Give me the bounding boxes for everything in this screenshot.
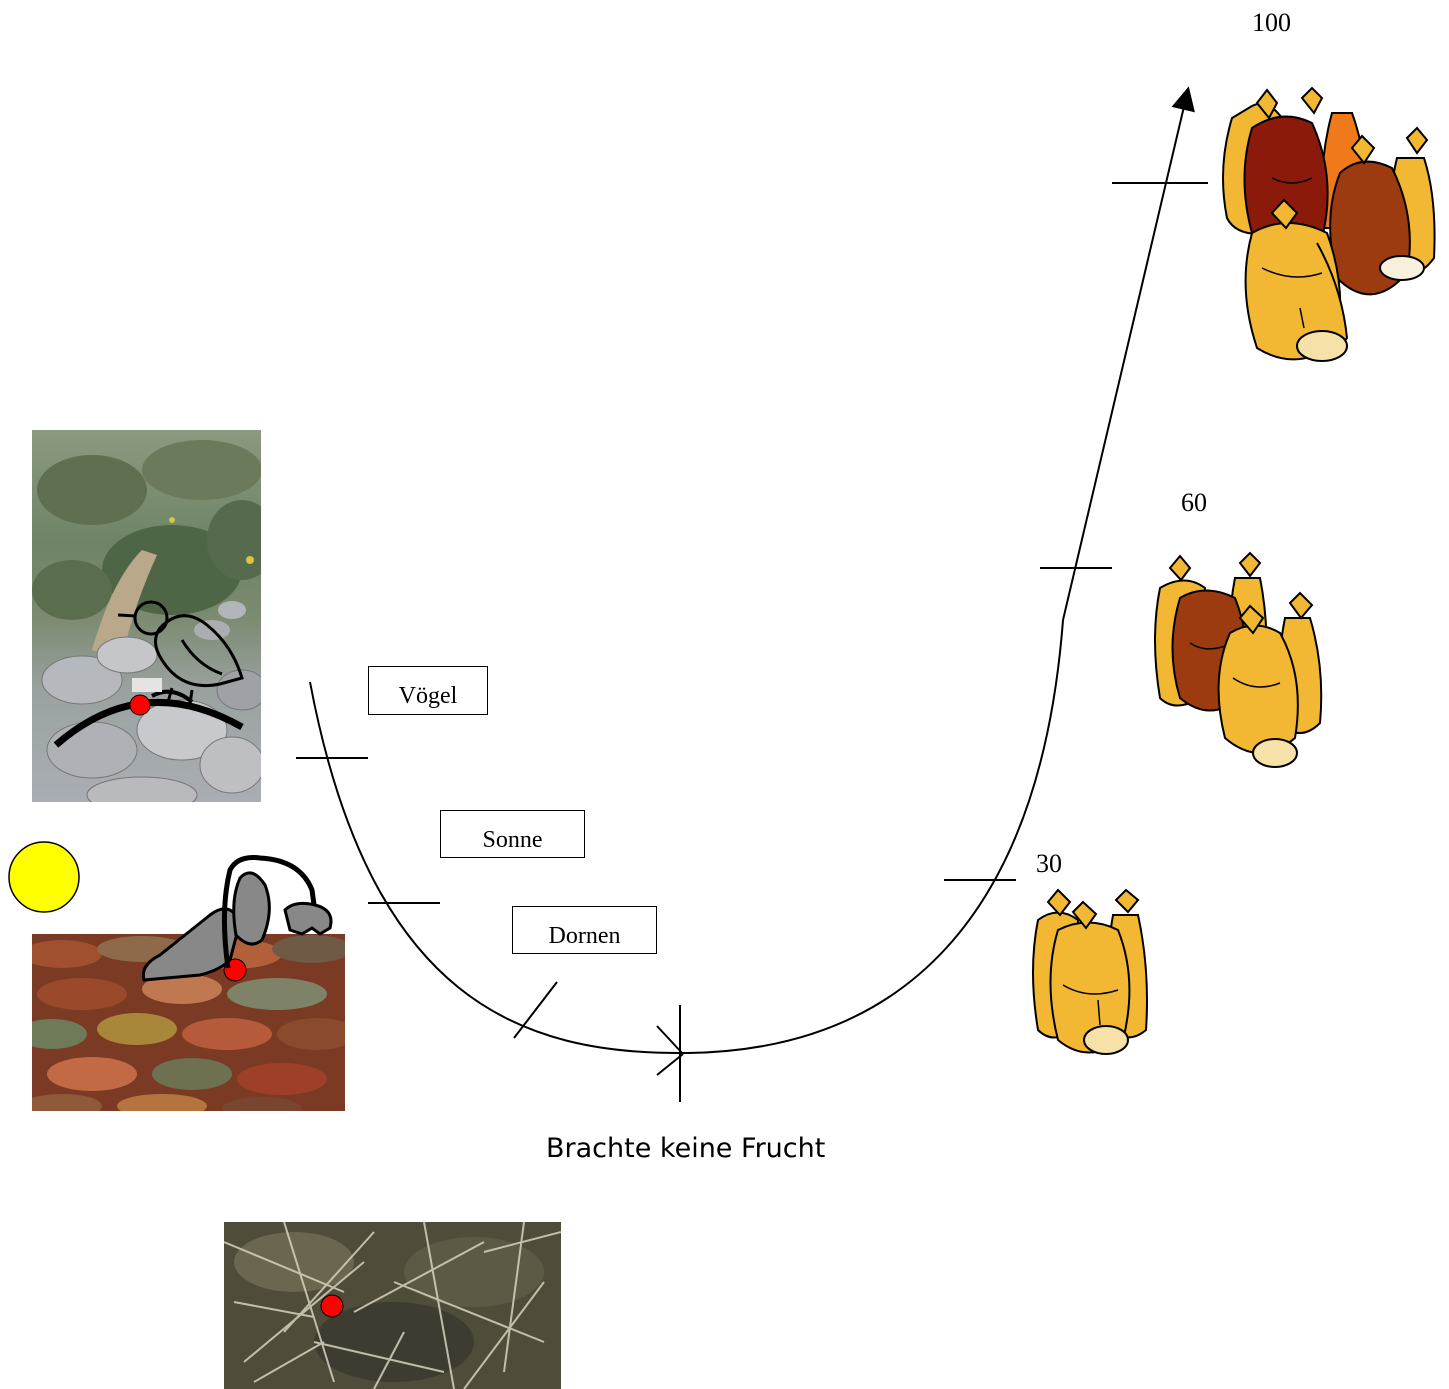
yield-60: 60 [1181, 488, 1207, 518]
path-photo [32, 430, 261, 802]
caption-no-fruit: Brachte keine Frucht [546, 1133, 825, 1164]
label-thorns-text: Dornen [513, 907, 656, 948]
yield-100: 100 [1252, 8, 1291, 38]
label-sun: Sonne [440, 810, 585, 858]
thorns-photo [224, 1222, 561, 1389]
label-sun-text: Sonne [441, 811, 584, 852]
label-birds: Vögel [368, 666, 488, 715]
sun-icon [6, 840, 82, 916]
grain-sacks-60-icon [1145, 548, 1335, 773]
label-birds-text: Vögel [369, 667, 487, 708]
label-thorns: Dornen [512, 906, 657, 954]
yield-30: 30 [1036, 849, 1062, 879]
growth-arrow [1063, 98, 1186, 620]
tick-thorns [514, 982, 557, 1038]
wilted-plant-icon [130, 850, 340, 995]
grain-sacks-100-icon [1212, 68, 1444, 368]
grain-sacks-30-icon [1028, 880, 1158, 1060]
